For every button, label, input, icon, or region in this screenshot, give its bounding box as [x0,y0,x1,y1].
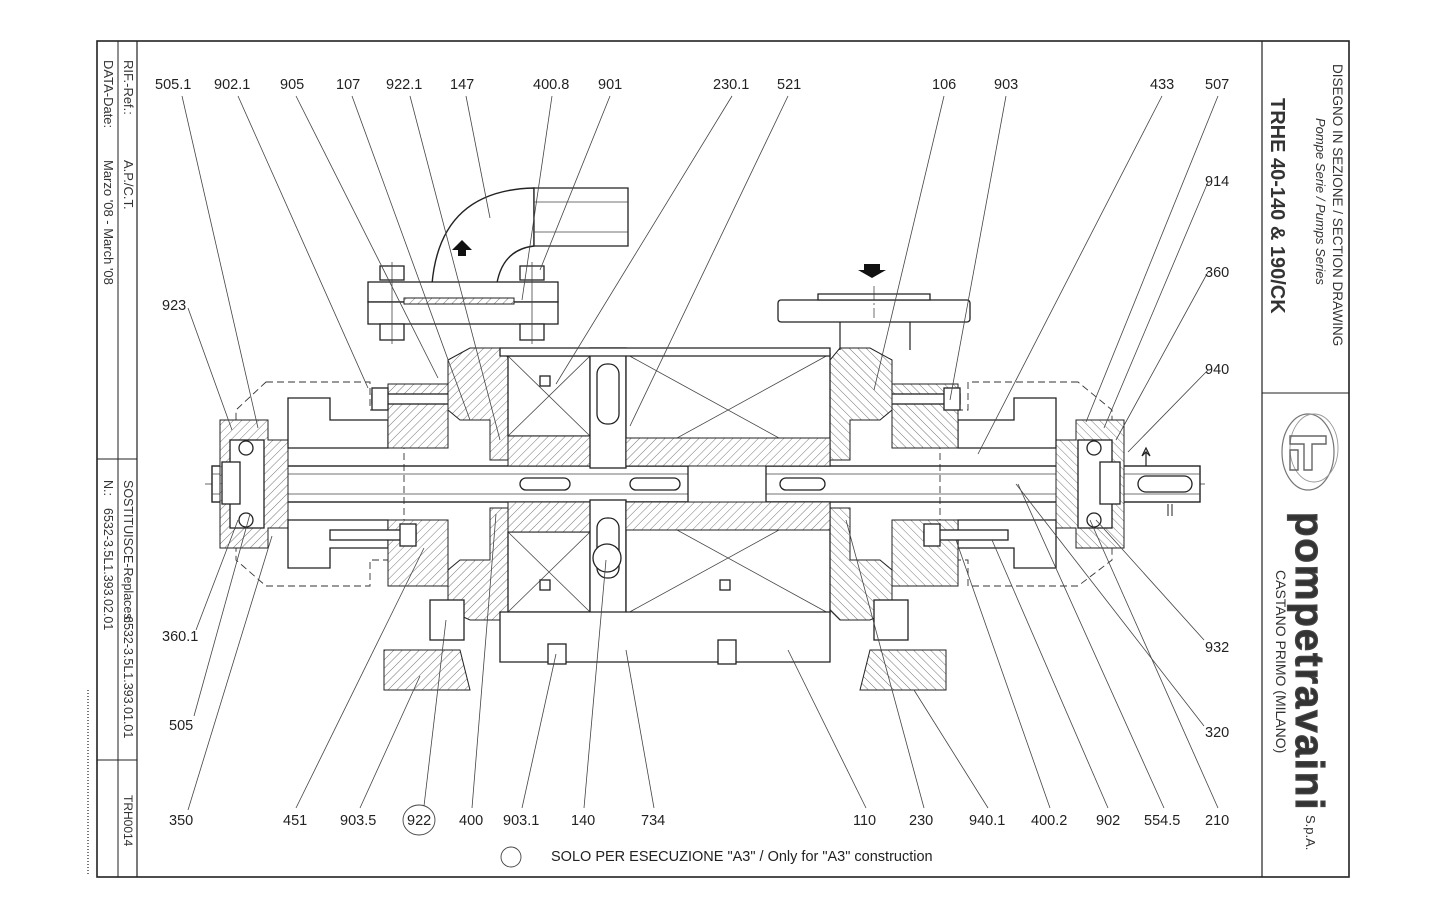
part-label: 901 [598,77,622,93]
part-label: 505.1 [155,77,191,93]
part-label: 230.1 [713,77,749,93]
part-labels-left: 923 360.1 505 [162,298,198,734]
part-label: 505 [169,718,193,734]
a3-marker-legend-circle [500,846,522,868]
doc-type: DISEGNO IN SEZIONE / SECTION DRAWING [1330,64,1345,346]
note-text: SOLO PER ESECUZIONE "A3" / Only for "A3"… [551,849,933,865]
pompetravaini-logo-icon [1281,413,1339,491]
part-label: 433 [1150,77,1174,93]
part-label: 451 [283,813,307,829]
part-label: 922.1 [386,77,422,93]
part-label: 210 [1205,813,1229,829]
date-label: DATA-Date: [101,60,116,128]
part-label: 230 [909,813,933,829]
part-label: 903.5 [340,813,376,829]
part-label: 400 [459,813,483,829]
company-suffix: S.p.A. [1303,815,1318,850]
replaces-label: SOSTITUISCE-Replaces: [121,480,135,623]
part-label: 923 [162,298,186,314]
part-label: 734 [641,813,665,829]
part-label: 932 [1205,640,1229,656]
part-label: 360 [1205,265,1229,281]
drawing-code: TRH0014 [121,795,135,847]
part-label: 940 [1205,362,1229,378]
part-label: 903.1 [503,813,539,829]
part-label: 360.1 [162,629,198,645]
part-label: 902.1 [214,77,250,93]
part-labels-right: 914 360 940 932 320 [1205,174,1229,741]
part-label: 940.1 [969,813,1005,829]
part-label: 922 [407,813,431,829]
part-label: 107 [336,77,360,93]
part-label: 400.2 [1031,813,1067,829]
part-label: 902 [1096,813,1120,829]
series-label: Pompe Serie / Pumps Series [1313,118,1328,285]
part-label: 521 [777,77,801,93]
company-location: CASTANO PRIMO (MILANO) [1273,570,1289,753]
part-label: 350 [169,813,193,829]
a3-marker-circle-922 [402,804,436,836]
date-value: Marzo '08 - March '08 [101,160,116,285]
left-info-strip: RIF.-Ref.: A.P./C.T. DATA-Date: Marzo '0… [87,60,136,876]
part-label: 140 [571,813,595,829]
pump-section-geometry [205,187,1205,691]
part-label: 905 [280,77,304,93]
part-label: 914 [1205,174,1229,190]
part-label: 903 [994,77,1018,93]
part-labels-bottom: 350 451 903.5 922 400 903.1 140 734 110 … [169,813,1229,829]
construction-note: SOLO PER ESECUZIONE "A3" / Only for "A3"… [500,846,933,868]
title-block: DISEGNO IN SEZIONE / SECTION DRAWING Pom… [1266,64,1345,850]
model-title: TRHE 40-140 & 190/CK [1266,98,1288,314]
company-name: pompetravaini [1287,512,1331,811]
part-label: 400.8 [533,77,569,93]
number-value: 6532-3.5L1.393.02.01 [101,508,115,630]
replaces-value: 6532-3.5L1.393.01.01 [121,616,135,738]
drawing-frame [96,40,1350,878]
part-label: 147 [450,77,474,93]
number-label: N.: [101,480,115,496]
part-label: 507 [1205,77,1229,93]
rif-value: A.P./C.T. [121,160,136,210]
part-label: 554.5 [1144,813,1180,829]
part-label: 110 [853,813,876,829]
part-label: 106 [932,77,956,93]
rif-label: RIF.-Ref.: [121,60,136,115]
part-labels-top: 505.1 902.1 905 107 922.1 147 400.8 901 … [155,77,1229,93]
leader-lines [181,95,1219,811]
part-label: 320 [1205,725,1229,741]
